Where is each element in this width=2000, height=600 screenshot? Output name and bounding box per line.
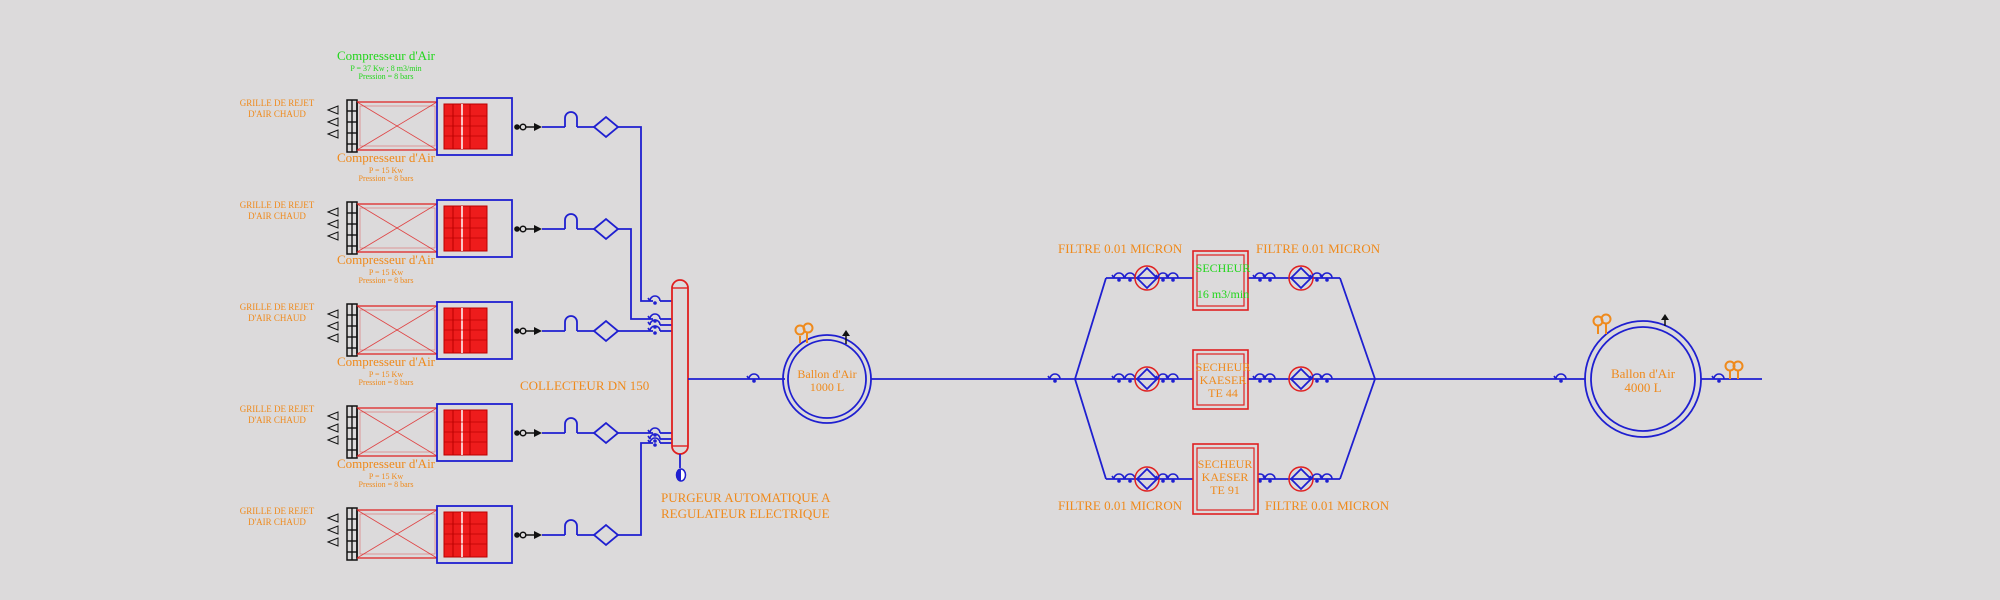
dryer-2-line-3: TE 44 [1208,386,1238,400]
dryer-1-line-1: SECHEUR [1196,261,1251,275]
compressor-2-power: P = 15 Kw [369,166,403,175]
compressor-3-title: Compresseur d'Air [337,252,436,267]
collector: COLLECTEUR DN 150 PURGEUR AUTOMATIQUE A … [520,279,831,521]
tank2-label-1: Ballon d'Air [1611,366,1676,381]
purgeur-label-2: REGULATEUR ELECTRIQUE [661,506,830,521]
filter-label-bottom-left: FILTRE 0.01 MICRON [1058,498,1183,513]
compressor-4-pressure: Pression = 8 bars [359,378,414,387]
safety-valve-icon [1661,314,1669,326]
dryer-1: SECHEUR 16 m3/min [1192,250,1251,311]
compressor-2-pressure: Pression = 8 bars [359,174,414,183]
tank1-label-2: 1000 L [810,380,844,394]
dryer-2: SECHEUR KAESER TE 44 [1192,349,1251,410]
filter-label-top-left: FILTRE 0.01 MICRON [1058,241,1183,256]
compressor-3: Compresseur d'Air P = 15 Kw Pression = 8… [240,252,619,360]
dryer-2-line-1: SECHEUR [1196,360,1251,374]
dryer-2-line-2: KAESER [1200,373,1247,387]
pressure-gauge-icon [1724,360,1744,379]
pressure-gauge-icon [794,322,814,343]
grille-label-4b: D'AIR CHAUD [248,415,306,425]
dryer-3-line-2: KAESER [1202,470,1249,484]
compressor-3-power: P = 15 Kw [369,268,403,277]
tank-4000l: Ballon d'Air 4000 L [1584,313,1702,438]
grille-label-1a: GRILLE DE REJET [240,98,315,108]
safety-valve-icon [842,330,850,344]
dryer-3: SECHEUR KAESER TE 91 [1192,443,1259,515]
compressor-3-pressure: Pression = 8 bars [359,276,414,285]
tank-1000l: Ballon d'Air 1000 L [782,322,872,424]
compressor-5-pressure: Pression = 8 bars [359,480,414,489]
compressor-5: Compresseur d'Air P = 15 Kw Pression = 8… [240,456,619,564]
collector-label: COLLECTEUR DN 150 [520,378,649,393]
compressor-5-title: Compresseur d'Air [337,456,436,471]
filter-label-bottom-right: FILTRE 0.01 MICRON [1265,498,1390,513]
dryer-1-line-3: 16 m3/min [1197,287,1249,301]
grille-label-5a: GRILLE DE REJET [240,506,315,516]
compressor-1-pressure: Pression = 8 bars [359,72,414,81]
compressor-1-title: Compresseur d'Air [337,48,436,63]
tank2-label-2: 4000 L [1624,380,1661,395]
compressor-4-power: P = 15 Kw [369,370,403,379]
grille-label-3a: GRILLE DE REJET [240,302,315,312]
grille-label-1b: D'AIR CHAUD [248,109,306,119]
compressor-1: Compresseur d'Air P = 37 Kw ; 8 m3/min P… [240,48,619,156]
compressor-5-power: P = 15 Kw [369,472,403,481]
grille-label-5b: D'AIR CHAUD [248,517,306,527]
grille-label-3b: D'AIR CHAUD [248,313,306,323]
dryer-3-line-3: TE 91 [1210,483,1240,497]
tank1-label-1: Ballon d'Air [797,367,856,381]
compressor-4: Compresseur d'Air P = 15 Kw Pression = 8… [240,354,619,462]
compressor-pipes [618,126,672,536]
compressor-2-title: Compresseur d'Air [337,150,436,165]
grille-label-2a: GRILLE DE REJET [240,200,315,210]
dryer-3-line-1: SECHEUR [1198,457,1253,471]
compressor-2: Compresseur d'Air P = 15 Kw Pression = 8… [240,150,619,258]
grille-label-4a: GRILLE DE REJET [240,404,315,414]
purgeur-label-1: PURGEUR AUTOMATIQUE A [661,490,831,505]
filter-label-top-right: FILTRE 0.01 MICRON [1256,241,1381,256]
compressor-4-title: Compresseur d'Air [337,354,436,369]
grille-label-2b: D'AIR CHAUD [248,211,306,221]
pressure-gauge-icon [1592,313,1612,334]
compressor-1-power: P = 37 Kw ; 8 m3/min [350,64,421,73]
